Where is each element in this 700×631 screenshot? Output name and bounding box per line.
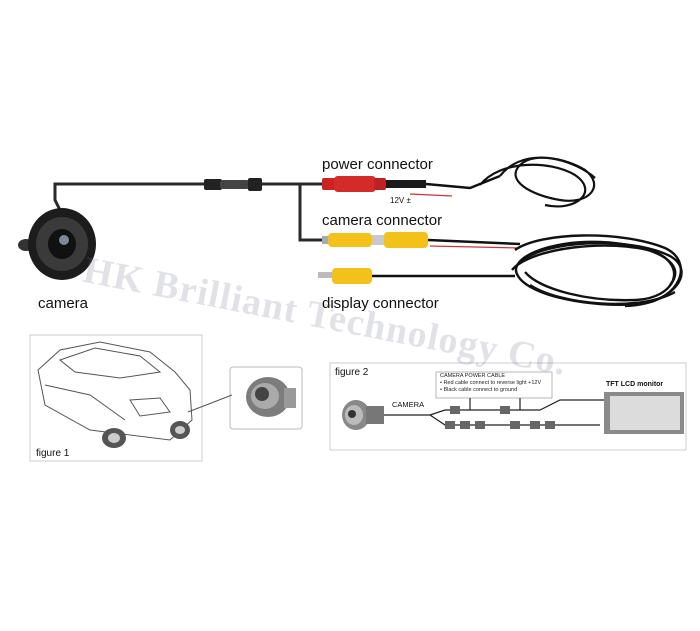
- figure2-monitor: [604, 392, 684, 434]
- video-cable-coil: [511, 234, 683, 308]
- camera-body: [18, 208, 96, 280]
- figure2-wiring: [384, 398, 605, 426]
- camera-connector-plugs: [322, 232, 521, 249]
- power-cable-title: CAMERA POWER CABLE: [440, 373, 506, 379]
- display-connector-plug: [318, 268, 515, 284]
- car-wheels: [102, 421, 190, 448]
- camera-connector-label: camera connector: [322, 212, 443, 229]
- power-cable-coil: [479, 156, 596, 208]
- power-cable-note-black: • Black cable connect to ground: [440, 387, 518, 393]
- camera-cable: [53, 182, 322, 242]
- figure2-camera: [342, 400, 384, 430]
- car-camera-pointer: [187, 394, 233, 413]
- inline-connector: [204, 178, 262, 191]
- figure1-camera-closeup: [246, 377, 296, 417]
- monitor-label: TFT LCD monitor: [606, 381, 664, 388]
- display-connector-label: display connector: [322, 295, 439, 312]
- power-cable-note-red: • Red cable connect to reverse light +12…: [440, 380, 542, 386]
- camera-label: camera: [38, 295, 89, 312]
- power-connector-plug: [322, 174, 501, 197]
- figure1-caption: figure 1: [36, 448, 70, 459]
- figure2-plugs: [445, 406, 555, 429]
- figure2-camera-label: CAMERA: [392, 400, 425, 409]
- power-connector-label: power connector: [322, 156, 433, 173]
- figure2-caption: figure 2: [335, 367, 369, 378]
- voltage-label: 12V ±: [390, 196, 411, 205]
- car-sketch: [37, 341, 193, 441]
